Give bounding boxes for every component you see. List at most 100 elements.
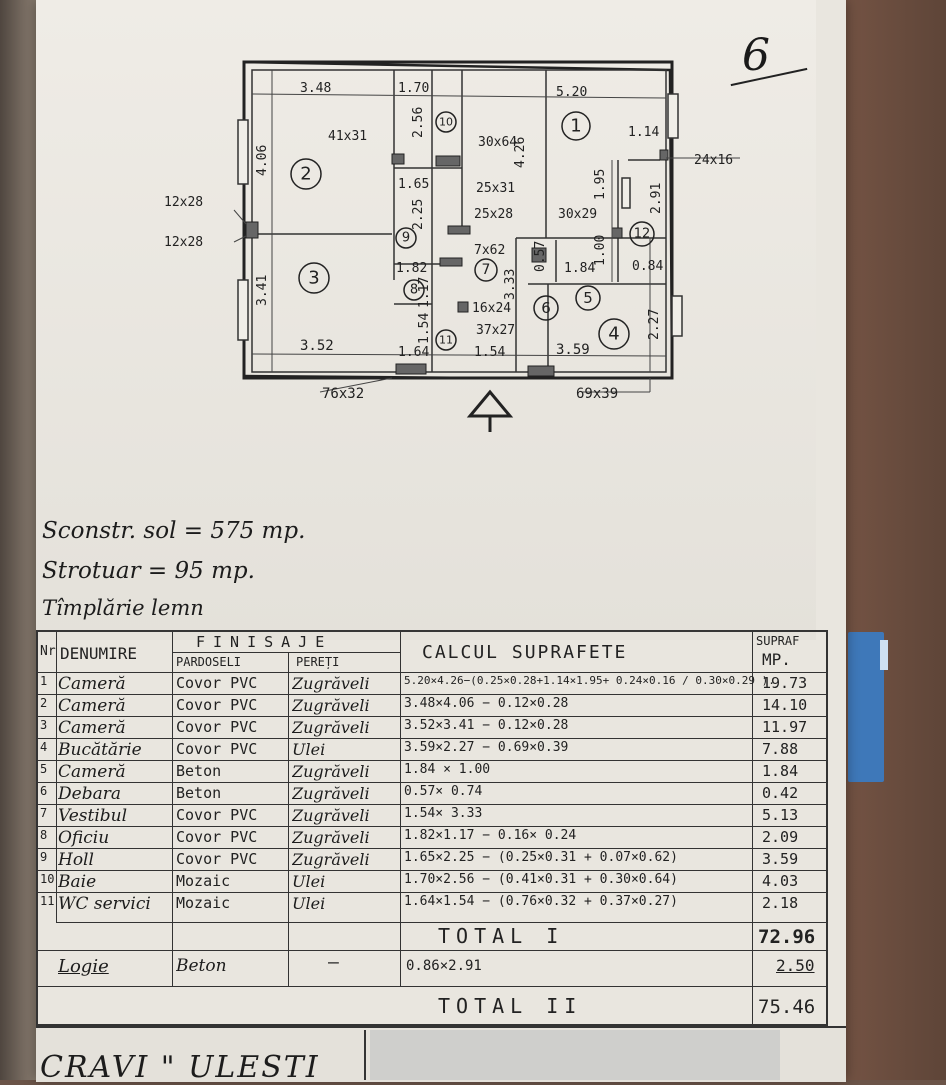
header-calcul: CALCUL SUPRAFETE — [422, 642, 628, 663]
row-line-1 — [38, 694, 828, 695]
col-divider-walls — [400, 632, 401, 986]
room-number-5: 5 — [583, 289, 593, 307]
row-floor: Covor PVC — [176, 674, 258, 692]
dim-bottom-154: 1.54 — [474, 345, 505, 360]
row-calc: 0.57× 0.74 — [404, 784, 483, 799]
dim-333: 3.33 — [503, 269, 518, 300]
row-calc: 1.84 × 1.00 — [404, 762, 491, 777]
row-name: Vestibul — [58, 806, 128, 826]
row-walls: Ulei — [292, 894, 326, 913]
dim-bottom-359: 3.59 — [556, 342, 590, 358]
header-supraf: SUPRAF — [756, 634, 800, 648]
header-pardoseli: PARDOSELI — [176, 655, 242, 669]
room-number-11: 11 — [439, 334, 453, 347]
col-divider-name — [172, 632, 173, 986]
room-number-4: 4 — [608, 324, 619, 345]
row-walls: Zugrăveli — [292, 718, 370, 737]
row-floor: Covor PVC — [176, 806, 258, 824]
row-calc: 1.54× 3.33 — [404, 806, 483, 821]
row-line-5 — [38, 782, 828, 783]
room-number-9: 9 — [402, 231, 410, 246]
row-number: 7 — [40, 806, 48, 820]
row-floor: Covor PVC — [176, 718, 258, 736]
note-built-area: Sconstr. sol = 575 mp. — [42, 518, 306, 544]
row-floor: Covor PVC — [176, 828, 258, 846]
row-name: WC servici — [58, 894, 151, 914]
row-walls: Zugrăveli — [292, 806, 370, 825]
room-number-10: 10 — [439, 116, 453, 129]
row-name: Cameră — [58, 696, 126, 716]
footer-text: CRAVI " ULESTI — [40, 1050, 320, 1085]
dim-184: 1.84 — [564, 261, 595, 276]
row-number: 3 — [40, 718, 48, 732]
row-number: 9 — [40, 850, 48, 864]
room-number-12: 12 — [634, 227, 651, 242]
row-walls: Zugrăveli — [292, 850, 370, 869]
row-line-7 — [38, 826, 828, 827]
dim-291: 2.91 — [649, 183, 664, 214]
row-number: 2 — [40, 696, 48, 710]
opening-25x28: 25x28 — [474, 207, 513, 222]
row-floor: Covor PVC — [176, 850, 258, 868]
total1-value: 72.96 — [758, 926, 816, 948]
row-name: Bucătărie — [58, 740, 142, 760]
total1-label: TOTAL I — [438, 924, 565, 948]
row-calc: 1.70×2.56 − (0.41×0.31 + 0.30×0.64) — [404, 872, 678, 887]
room-number-1: 1 — [570, 116, 581, 137]
page-number: 6 — [742, 30, 770, 81]
row-calc: 5.20×4.26−(0.25×0.28+1.14×1.95+ 0.24×0.1… — [404, 674, 775, 687]
row-line-11 — [56, 922, 828, 923]
note-sidewalk: Strotuar = 95 mp. — [42, 558, 255, 584]
dim-154-v: 1.54 — [417, 313, 432, 344]
row-area: 1.84 — [762, 762, 799, 780]
row-line-4 — [38, 760, 828, 761]
room-number-2: 2 — [300, 164, 311, 185]
opening-37x27: 37x27 — [476, 323, 515, 338]
dim-top-right: 5.20 — [556, 85, 587, 100]
dim-bottom-164: 1.64 — [398, 345, 429, 360]
header-pereti: PEREȚI — [296, 655, 340, 669]
surface-table: Nr DENUMIRE FINISAJE PARDOSELI PEREȚI CA… — [36, 630, 828, 1026]
blue-tab-highlight — [880, 640, 888, 670]
row-name: Cameră — [58, 674, 126, 694]
inner-walls — [251, 69, 667, 373]
opening-16x24: 16x24 — [472, 301, 511, 316]
dim-084: 0.84 — [632, 259, 663, 274]
row-name: Oficiu — [58, 828, 110, 848]
row-name: Cameră — [58, 718, 126, 738]
row-number: 5 — [40, 762, 48, 776]
logie-calc: 0.86×2.91 — [406, 958, 482, 974]
row-name: Holl — [58, 850, 94, 870]
opening-76x32: 76x32 — [322, 386, 364, 402]
dimension-lines — [233, 70, 740, 393]
note-joinery: Tîmplărie lemn — [42, 596, 204, 620]
row-name: Debara — [58, 784, 121, 804]
dim-256: 2.56 — [411, 107, 426, 138]
row-area: 3.59 — [762, 850, 799, 868]
opening-30x29: 30x29 — [558, 207, 597, 222]
row-area: 2.09 — [762, 828, 799, 846]
row-line-10 — [38, 892, 828, 893]
dim-195: 1.95 — [593, 169, 608, 200]
row-floor: Beton — [176, 784, 222, 802]
dim-bottom-352: 3.52 — [300, 338, 334, 354]
opening-41x31: 41x31 — [328, 129, 367, 144]
room-number-3: 3 — [308, 268, 319, 289]
row-area: 7.88 — [762, 740, 799, 758]
row-number: 6 — [40, 784, 48, 798]
row-floor: Mozaic — [176, 872, 231, 890]
row-area: 4.03 — [762, 872, 799, 890]
room-number-6: 6 — [541, 299, 551, 317]
logie-name: Logie — [58, 956, 109, 977]
header-finisaje: FINISAJE — [196, 633, 333, 651]
doors — [245, 149, 669, 377]
row-calc: 3.59×2.27 − 0.69×0.39 — [404, 740, 569, 755]
row-calc: 3.52×3.41 − 0.12×0.28 — [404, 718, 569, 733]
row-line-6 — [38, 804, 828, 805]
dim-225: 2.25 — [411, 199, 426, 230]
dim-227: 2.27 — [647, 309, 662, 340]
row-walls: Ulei — [292, 740, 326, 759]
dim-057: 0.57 — [533, 241, 548, 272]
row-calc: 1.65×2.25 − (0.25×0.31 + 0.07×0.62) — [404, 850, 678, 865]
redacted-area — [370, 1030, 780, 1080]
